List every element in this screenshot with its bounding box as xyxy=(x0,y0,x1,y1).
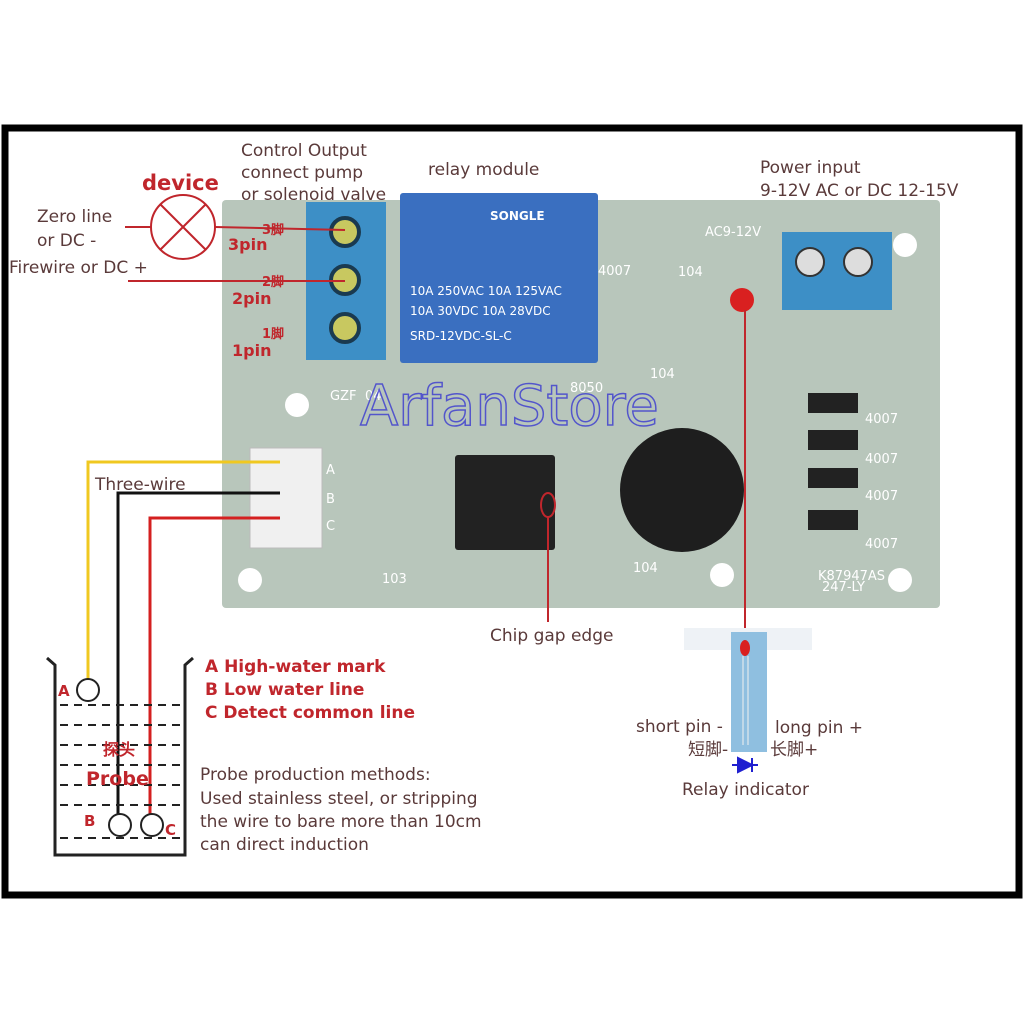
diode-label: 4007 xyxy=(865,537,898,552)
power-input-label: Power input xyxy=(760,158,861,178)
watermark: ArfanStore xyxy=(360,374,659,439)
svg-text:247-LY: 247-LY xyxy=(822,580,865,595)
capacitor xyxy=(620,428,744,552)
svg-text:104: 104 xyxy=(650,367,675,382)
silkscreen: GZF 04 8050 4007 104 104 104 103 A B C K… xyxy=(326,264,885,595)
long-pin-label: long pin + xyxy=(775,718,863,738)
pin-label: 3pin xyxy=(228,235,267,254)
probe-methods-text: Used stainless steel, or stripping xyxy=(200,789,478,809)
short-pin-label-cn: 短脚- xyxy=(688,740,728,760)
svg-text:104: 104 xyxy=(633,561,658,576)
pin-label: 1pin xyxy=(232,341,271,360)
three-wire-connector xyxy=(249,447,323,549)
three-wire-label: Three-wire xyxy=(94,475,186,495)
diode-label: 4007 xyxy=(865,452,898,467)
svg-text:04: 04 xyxy=(365,389,382,404)
relay-led xyxy=(730,288,754,312)
probe-methods-text: can direct induction xyxy=(200,835,369,855)
svg-text:K87947AS: K87947AS xyxy=(818,569,885,584)
control-output-label: or solenoid valve xyxy=(241,185,386,205)
relay-rating: 10A 30VDC 10A 28VDC xyxy=(410,304,551,318)
svg-text:8050: 8050 xyxy=(570,381,603,396)
zero-line-label: or DC - xyxy=(37,231,96,251)
svg-text:104: 104 xyxy=(678,265,703,280)
long-pin-label-cn: 长脚+ xyxy=(770,740,818,760)
diode-label: 4007 xyxy=(865,412,898,427)
power-terminal-block: AC9-12V xyxy=(705,225,892,310)
diode-label: 4007 xyxy=(865,489,898,504)
probe-letter: C xyxy=(165,821,176,839)
led-illustration xyxy=(684,628,812,774)
svg-text:GZF: GZF xyxy=(330,389,356,404)
probe-letter: A xyxy=(58,682,70,700)
relay-model: SRD-12VDC-SL-C xyxy=(410,329,512,343)
diodes: 4007 4007 4007 4007 xyxy=(808,393,898,552)
svg-text:B: B xyxy=(326,492,335,507)
probe-label: Probe xyxy=(86,768,149,790)
svg-text:A: A xyxy=(326,463,335,478)
water-container xyxy=(46,656,194,857)
probe-label-cn: 探头 xyxy=(103,740,135,759)
ic-chip xyxy=(455,455,555,550)
zero-line-label: Zero line xyxy=(37,207,112,227)
relay-rating: 10A 250VAC 10A 125VAC xyxy=(410,284,562,298)
short-pin-label: short pin - xyxy=(636,717,723,737)
relay-indicator-label: Relay indicator xyxy=(682,780,809,800)
relay-module-label: relay module xyxy=(428,160,539,180)
ac-label: AC9-12V xyxy=(705,225,761,240)
svg-text:C: C xyxy=(326,519,335,534)
probe-methods-text: Probe production methods: xyxy=(200,765,431,785)
device-symbol xyxy=(125,194,346,282)
water-level-label: C Detect common line xyxy=(205,703,415,723)
power-input-label: 9-12V AC or DC 12-15V xyxy=(760,181,959,201)
probe-wires xyxy=(86,460,280,815)
pin-label: 2pin xyxy=(232,289,271,308)
chip-gap-label: Chip gap edge xyxy=(490,626,613,646)
control-output-label: connect pump xyxy=(241,163,363,183)
pin-label-cn: 3脚 xyxy=(262,222,284,238)
water-level-label: B Low water line xyxy=(205,680,364,700)
firewire-label: Firewire or DC + xyxy=(9,258,148,278)
probe-letter: B xyxy=(84,812,95,830)
control-output-label: Control Output xyxy=(241,141,367,161)
pin-label-cn: 1脚 xyxy=(262,326,284,342)
svg-text:103: 103 xyxy=(382,572,407,587)
water-level-label: A High-water mark xyxy=(205,657,386,677)
probe-methods-text: the wire to bare more than 10cm xyxy=(200,812,482,832)
relay-brand: SONGLE xyxy=(490,209,545,223)
device-label: device xyxy=(142,171,219,195)
svg-text:4007: 4007 xyxy=(598,264,631,279)
relay: SONGLE 10A 250VAC 10A 125VAC 10A 30VDC 1… xyxy=(400,193,598,363)
pin-label-cn: 2脚 xyxy=(262,274,284,290)
